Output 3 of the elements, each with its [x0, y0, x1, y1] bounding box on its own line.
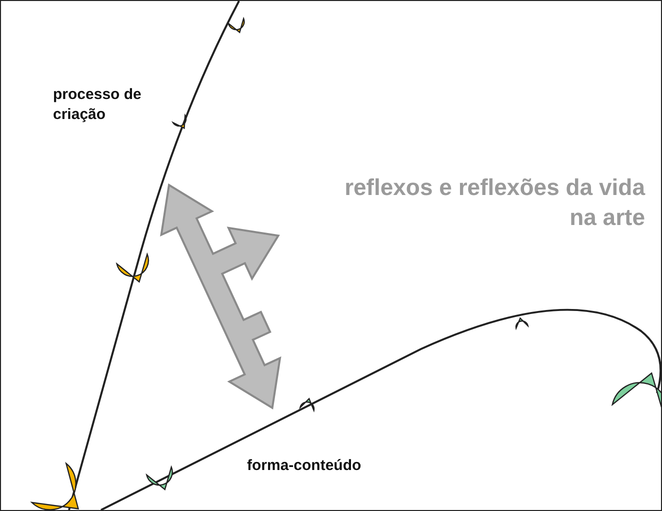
- axis-label: processo de criação: [53, 85, 142, 124]
- axis-label: forma-conteúdo: [247, 456, 362, 476]
- heading-text: reflexos e reflexões da vida na arte: [344, 173, 645, 232]
